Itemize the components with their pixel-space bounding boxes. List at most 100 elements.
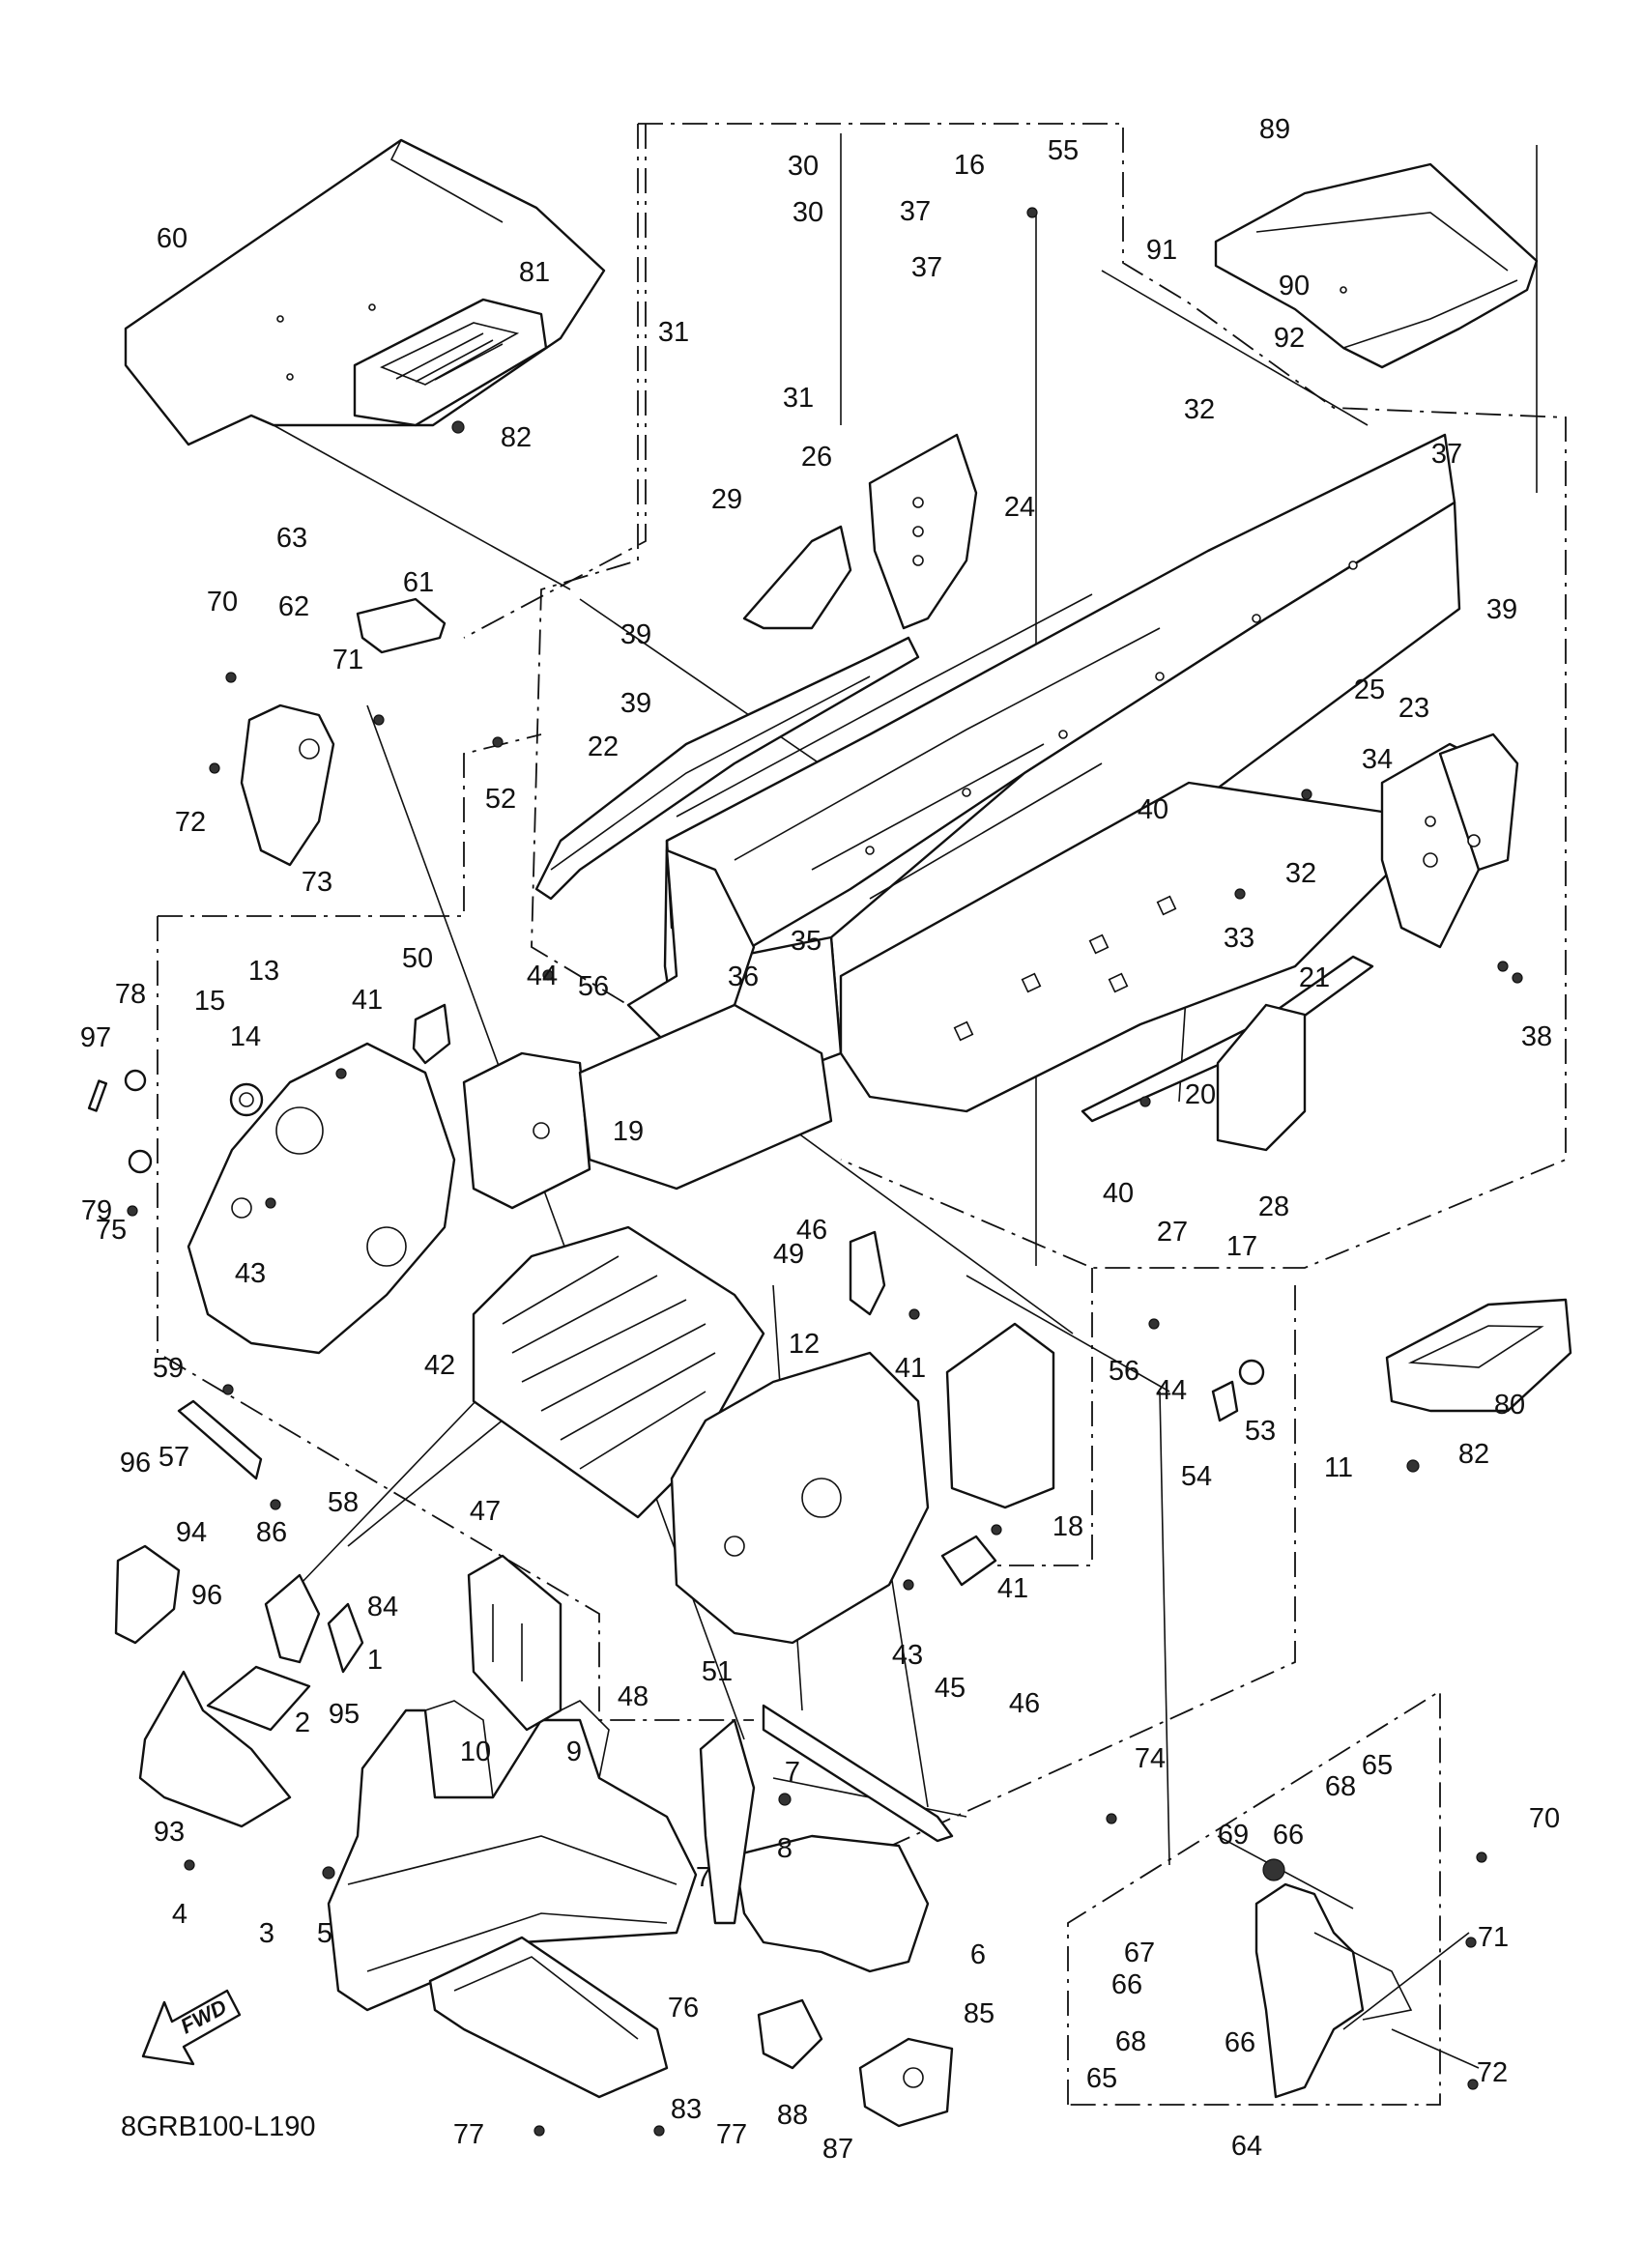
callout-87: 87: [822, 2134, 853, 2165]
callout-66: 66: [1273, 1820, 1304, 1851]
callout-39: 39: [620, 619, 651, 650]
callout-71: 71: [332, 645, 363, 675]
callout-90: 90: [1279, 271, 1310, 301]
callout-34: 34: [1362, 744, 1393, 775]
callout-7: 7: [785, 1757, 800, 1788]
callout-31: 31: [783, 383, 814, 414]
callout-31: 31: [658, 317, 689, 348]
callout-44: 44: [527, 961, 558, 991]
callout-38: 38: [1521, 1021, 1552, 1052]
callout-43: 43: [892, 1640, 923, 1671]
callout-50: 50: [402, 943, 433, 974]
callout-13: 13: [248, 956, 279, 987]
callout-5: 5: [317, 1918, 332, 1949]
callout-7: 7: [696, 1862, 711, 1893]
callout-52: 52: [485, 784, 516, 815]
callout-53: 53: [1245, 1416, 1276, 1447]
callout-46: 46: [1009, 1688, 1040, 1719]
callout-60: 60: [157, 223, 187, 254]
callout-72: 72: [175, 807, 206, 838]
callout-70: 70: [1529, 1803, 1560, 1834]
callout-70: 70: [207, 587, 238, 617]
callout-56: 56: [1109, 1356, 1139, 1387]
bracket-83: [757, 1998, 823, 2070]
callout-32: 32: [1184, 394, 1215, 425]
bracket-28: [1216, 1003, 1307, 1152]
callout-67: 67: [1124, 1938, 1155, 1968]
duct-80: [1385, 1298, 1572, 1413]
callout-48: 48: [618, 1681, 649, 1712]
callout-2: 2: [295, 1708, 310, 1738]
callout-30: 30: [788, 151, 819, 182]
bracket-49: [849, 1230, 886, 1316]
callout-51: 51: [702, 1656, 733, 1687]
callout-64: 64: [1231, 2131, 1262, 2162]
callout-37: 37: [911, 252, 942, 283]
callout-27: 27: [1157, 1217, 1188, 1248]
deflector-95: [206, 1665, 311, 1732]
callout-6: 6: [970, 1939, 986, 1970]
callout-22: 22: [588, 732, 619, 762]
callout-41: 41: [895, 1353, 926, 1384]
callout-40: 40: [1103, 1178, 1134, 1209]
callout-82: 82: [501, 422, 532, 453]
callout-37: 37: [1431, 439, 1462, 470]
callout-68: 68: [1325, 1771, 1356, 1802]
bar-57: [177, 1399, 263, 1480]
callout-96: 96: [191, 1580, 222, 1611]
housing-85: [858, 2037, 954, 2128]
rear-bracket-89: [1214, 162, 1539, 369]
callout-43: 43: [235, 1258, 266, 1289]
callout-92: 92: [1274, 323, 1305, 354]
bracket-86: [264, 1573, 321, 1664]
fasteners: [127, 207, 1523, 2137]
callout-88: 88: [777, 2100, 808, 2131]
callout-78: 78: [115, 979, 146, 1010]
oil-tank-73: [240, 703, 335, 867]
callout-81: 81: [519, 257, 550, 288]
callout-54: 54: [1181, 1461, 1212, 1492]
callout-61: 61: [403, 567, 434, 598]
callout-4: 4: [172, 1899, 187, 1930]
callout-85: 85: [964, 1998, 994, 2029]
callout-12: 12: [789, 1329, 820, 1360]
callout-55: 55: [1048, 135, 1079, 166]
callout-16: 16: [954, 150, 985, 181]
callout-47: 47: [470, 1496, 501, 1527]
plate-18: [945, 1322, 1055, 1509]
callout-63: 63: [276, 523, 307, 554]
callout-96: 96: [120, 1448, 151, 1479]
callout-44: 44: [1156, 1375, 1187, 1406]
bracket-84: [327, 1602, 364, 1674]
callout-15: 15: [194, 986, 225, 1017]
callout-80: 80: [1494, 1390, 1525, 1421]
callout-20: 20: [1185, 1079, 1216, 1110]
bracket-45: [940, 1535, 997, 1587]
callout-21: 21: [1299, 962, 1330, 993]
callout-labels: 1234567789101112131415161718192021222324…: [80, 114, 1560, 2165]
callout-72: 72: [1477, 2057, 1508, 2088]
deflector-94: [114, 1544, 181, 1645]
callout-39: 39: [620, 688, 651, 719]
tunnel-side-panel: [839, 781, 1394, 1113]
shield-6: [733, 1834, 930, 1973]
callout-86: 86: [256, 1517, 287, 1548]
bracket-29: [742, 525, 852, 630]
callout-42: 42: [424, 1350, 455, 1381]
seal-78-bearing-14: [87, 1069, 264, 1174]
fwd-arrow-icon: FWD: [141, 1989, 242, 2066]
callout-49: 49: [773, 1239, 804, 1270]
callout-3: 3: [259, 1918, 274, 1949]
collar-53: [1238, 1359, 1265, 1386]
callout-11: 11: [1324, 1452, 1353, 1483]
bracket-62: [356, 597, 447, 654]
callout-69: 69: [1218, 1820, 1249, 1851]
callout-79: 79: [81, 1195, 112, 1226]
callout-35: 35: [791, 926, 822, 957]
callout-77: 77: [716, 2119, 747, 2150]
callout-25: 25: [1354, 675, 1385, 705]
callout-75: 75: [96, 1215, 127, 1246]
lower-bar-51: [762, 1704, 954, 1843]
callout-68: 68: [1115, 2026, 1146, 2057]
